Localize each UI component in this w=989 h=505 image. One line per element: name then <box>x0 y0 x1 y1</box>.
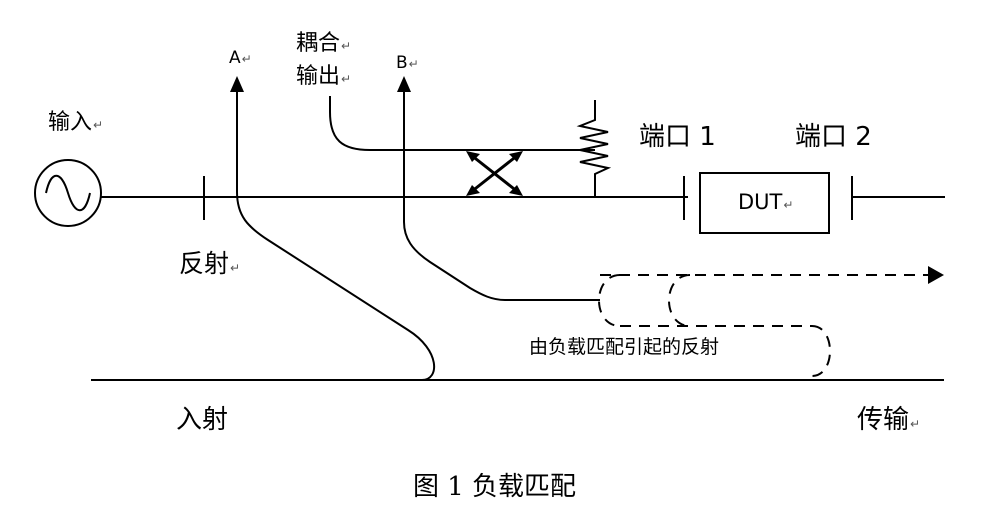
arrow-b-head <box>397 76 411 92</box>
coupled-branch-line <box>329 96 595 151</box>
path-a <box>236 90 436 381</box>
incident-label: 入射 <box>176 405 229 435</box>
load-reflection-dashed <box>598 274 930 377</box>
arrow-a-head <box>230 76 244 92</box>
path-b <box>403 90 600 301</box>
port1-label: 端口 1 <box>639 122 716 152</box>
transmission-label: 传输↵ <box>857 405 921 435</box>
dut-box <box>699 172 830 234</box>
load-mismatch-reflection-label: 由负载匹配引起的反射 <box>527 336 722 358</box>
dut-label: DUT↵ <box>738 190 794 214</box>
point-a-label: A↵ <box>229 48 252 68</box>
reflection-label: 反射↵ <box>179 249 241 278</box>
coupled-output-label-2: 输出↵ <box>296 64 352 89</box>
input-label: 输入↵ <box>48 110 104 135</box>
point-b-label: B↵ <box>396 53 419 73</box>
coupler-cross-icon <box>470 153 519 194</box>
transmission-arrow-head <box>928 266 944 284</box>
port2-label: 端口 2 <box>795 122 872 152</box>
resistor-termination-icon <box>576 100 612 197</box>
coupled-output-label-1: 耦合↵ <box>296 31 352 56</box>
figure-caption: 图 1 负载匹配 <box>412 472 577 502</box>
sine-wave <box>45 174 91 212</box>
signal-source-icon <box>34 159 102 227</box>
